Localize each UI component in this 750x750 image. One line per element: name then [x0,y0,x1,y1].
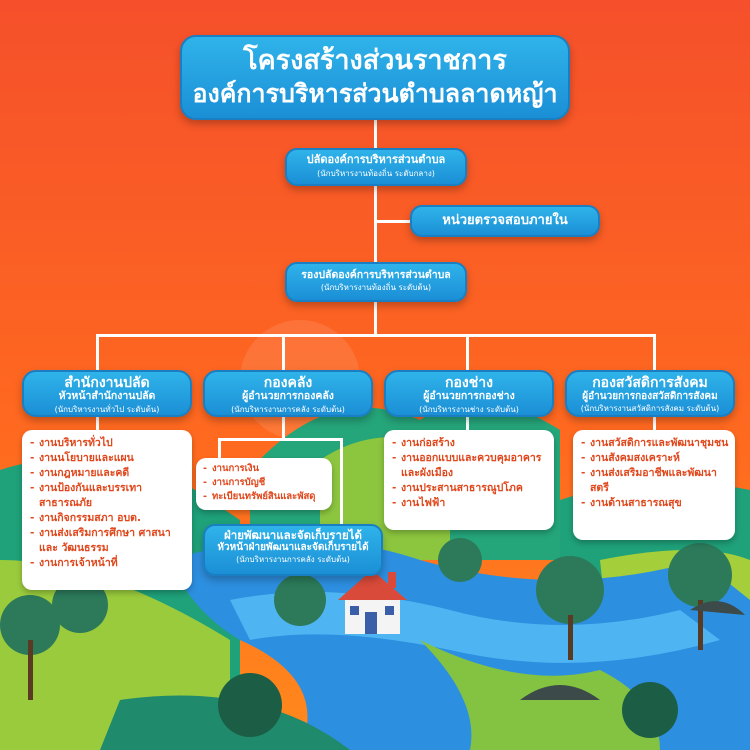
connector-line [96,334,656,337]
house-icon [338,570,407,634]
division-head: ผู้อำนวยการกองช่าง [423,390,515,403]
chief-title: ปลัดองค์การบริหารส่วนตำบล [306,153,446,166]
revenue-title: ฝ่ายพัฒนาและจัดเก็บรายได้ [224,528,362,542]
deputy-title: รองปลัดองค์การบริหารส่วนตำบล [301,269,451,281]
task-item: งานนโยบายและแผน [30,451,186,466]
title-line-2: องค์การบริหารส่วนตำบลลาดหญ้า [192,79,558,109]
task-item: งานการเงิน [203,462,327,476]
deputy-sub: (นักบริหารงานท้องถิ่น ระดับต้น) [320,283,432,293]
task-item: ทะเบียนทรัพย์สินและพัสดุ [203,490,327,504]
division-tasks-0: งานบริหารทั่วไป งานนโยบายและแผน งานกฎหมา… [22,430,192,590]
division-name: กองช่าง [445,375,493,391]
division-tasks-3: งานสวัสดิการและพัฒนาชุมชน งานสังคมสงเครา… [573,430,735,540]
connector-line [653,415,656,435]
division-tasks-2: งานก่อสร้าง งานออกแบบและควบคุมอาคารและผั… [384,430,554,530]
division-rank: (นักบริหารงานสวัสดิการสังคม ระดับต้น) [580,404,720,414]
task-item: งานป้องกันและบรรเทาสาธารณภัย [30,481,186,511]
title-line-1: โครงสร้างส่วนราชการ [243,45,507,76]
audit-title: หน่วยตรวจสอบภายใน [442,213,568,228]
chief-node: ปลัดองค์การบริหารส่วนตำบล (นักบริหารงานท… [285,148,467,186]
connector-line [653,334,656,374]
connector-line [218,438,343,441]
chart-title: โครงสร้างส่วนราชการ องค์การบริหารส่วนตำบ… [180,35,570,120]
chief-sub: (นักบริหารงานท้องถิ่น ระดับกลาง) [317,168,435,178]
connector-line [282,415,285,440]
division-head: ผู้อำนวยการกองสวัสดิการสังคม [582,391,718,403]
connector-line [374,300,377,335]
task-item: งานออกแบบและควบคุมอาคารและผังเมือง [392,451,548,481]
revenue-rank: (นักบริหารงานการคลัง ระดับต้น) [236,555,350,565]
division-tasks-1: งานการเงิน งานการบัญชี ทะเบียนทรัพย์สินแ… [196,458,332,510]
connector-line [466,334,469,374]
division-rank: (นักบริหารงานการคลัง ระดับต้น) [231,404,345,414]
task-item: งานส่งเสริมการศึกษา ศาสนา และ วัฒนธรรม [30,526,186,556]
connector-line [374,100,377,150]
revenue-unit-node: ฝ่ายพัฒนาและจัดเก็บรายได้ หัวหน้าฝ่ายพัฒ… [203,524,383,576]
task-item: งานกฎหมายและคดี [30,466,186,481]
task-item: งานไฟฟ้า [392,496,548,511]
connector-line [218,438,221,466]
audit-node: หน่วยตรวจสอบภายใน [410,205,600,237]
connector-line [374,220,414,223]
task-item: งานก่อสร้าง [392,436,548,451]
task-item: งานการบัญชี [203,476,327,490]
division-rank: (นักบริหารงานช่าง ระดับต้น) [419,404,519,414]
task-item: งานสังคมสงเคราะห์ [581,451,729,466]
task-item: งานสวัสดิการและพัฒนาชุมชน [581,436,729,451]
division-head: ผู้อำนวยการกองคลัง [242,390,334,403]
revenue-head: หัวหน้าฝ่ายพัฒนาและจัดเก็บรายได้ [217,542,369,554]
task-item: งานด้านสาธารณสุข [581,496,729,511]
division-header-2: กองช่าง ผู้อำนวยการกองช่าง (นักบริหารงาน… [384,370,554,417]
connector-line [96,334,99,374]
division-name: สำนักงานปลัด [64,375,150,391]
task-item: งานการเจ้าหน้าที่ [30,556,186,571]
division-name: กองสวัสดิการสังคม [592,375,708,391]
division-head: หัวหน้าสำนักงานปลัด [58,390,156,403]
task-item: งานส่งเสริมอาชีพและพัฒนาสตรี [581,466,729,496]
connector-line [96,415,99,435]
task-item: งานกิจกรรมสภา อบต. [30,511,186,526]
deputy-node: รองปลัดองค์การบริหารส่วนตำบล (นักบริหารง… [285,262,467,302]
division-header-3: กองสวัสดิการสังคม ผู้อำนวยการกองสวัสดิกา… [565,370,735,417]
division-name: กองคลัง [263,375,313,391]
connector-line [340,438,343,528]
division-rank: (นักบริหารงานทั่วไป ระดับต้น) [54,404,160,414]
task-item: งานบริหารทั่วไป [30,436,186,451]
connector-line [282,334,285,374]
division-header-0: สำนักงานปลัด หัวหน้าสำนักงานปลัด (นักบริ… [22,370,192,417]
connector-line [374,184,377,262]
connector-line [466,415,469,435]
division-header-1: กองคลัง ผู้อำนวยการกองคลัง (นักบริหารงาน… [203,370,373,417]
task-item: งานประสานสาธารณูปโภค [392,481,548,496]
